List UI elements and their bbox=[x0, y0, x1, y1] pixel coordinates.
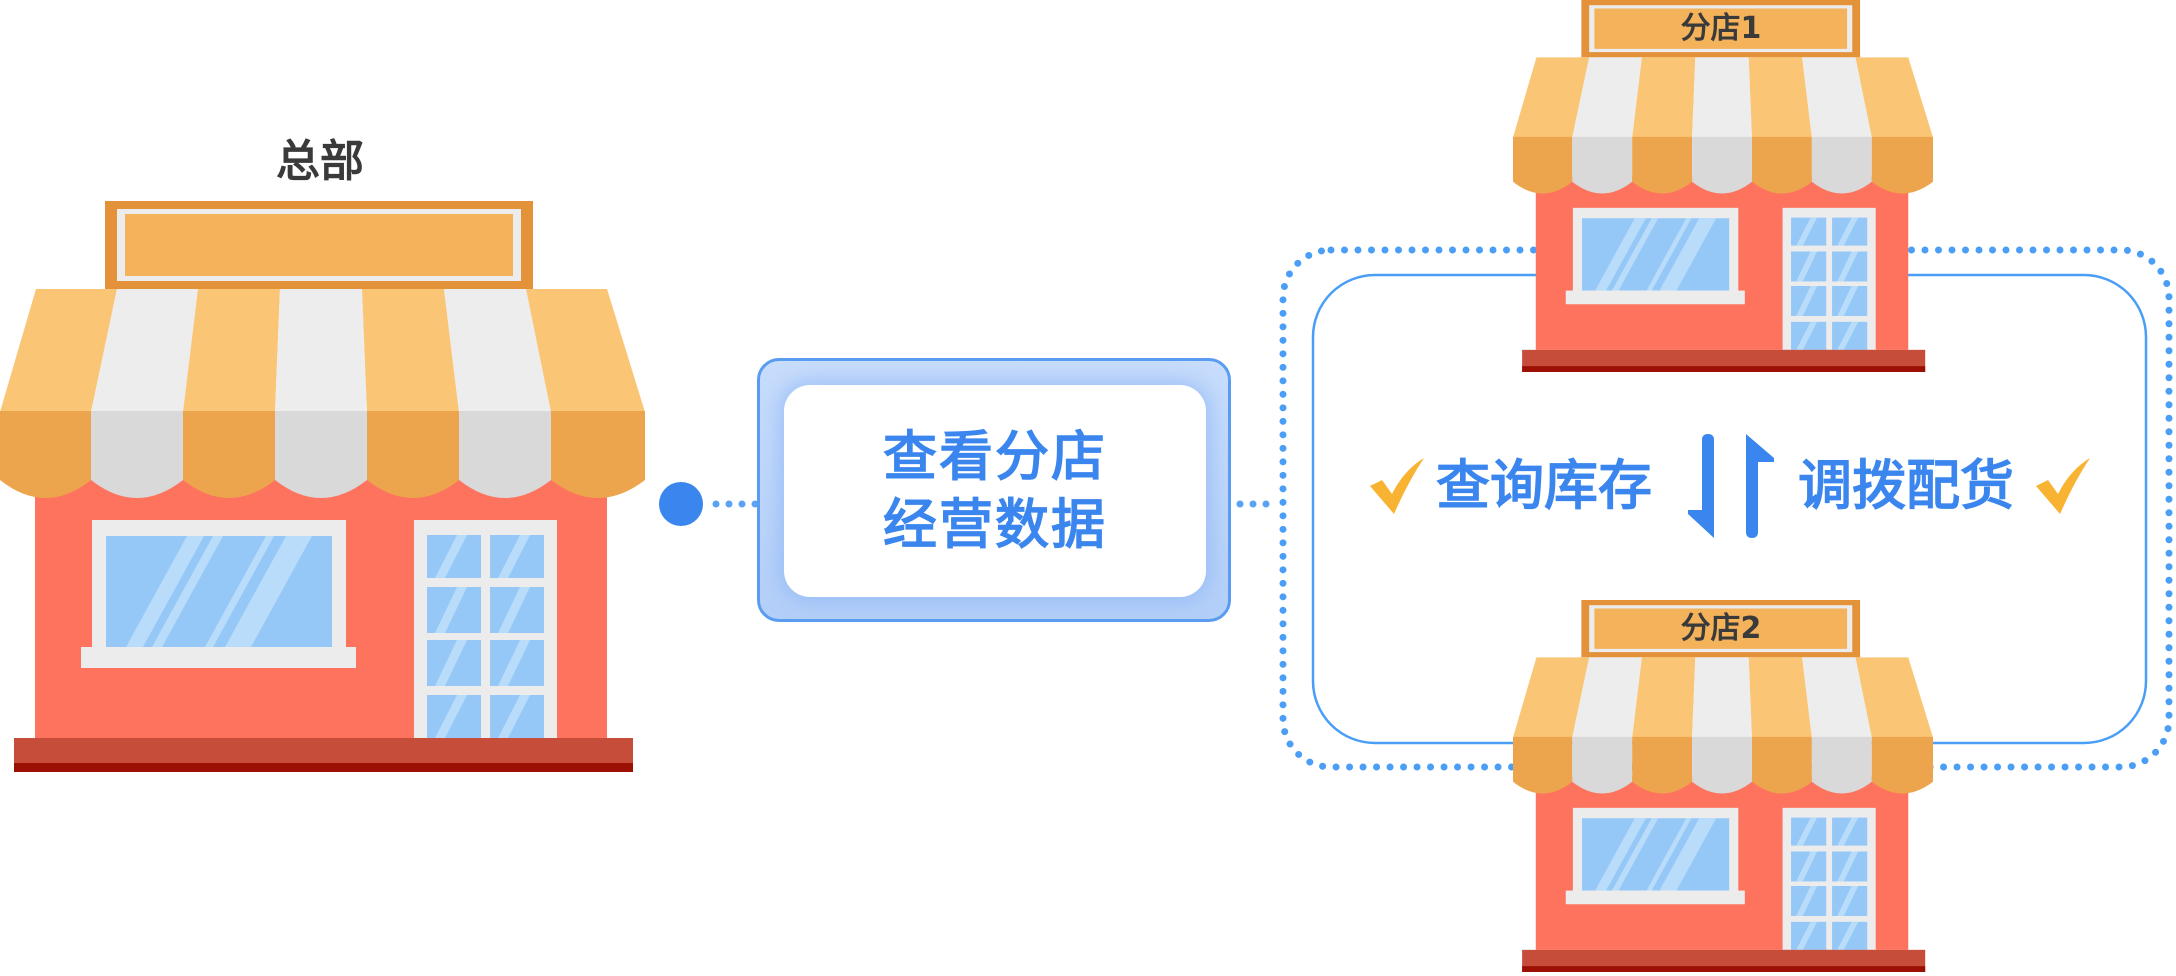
store-window bbox=[1565, 207, 1745, 305]
swap-arrows-icon bbox=[1688, 434, 1774, 538]
branch-1-store-illustration bbox=[1513, 0, 1933, 372]
view-branch-data-box: 查看分店 经营数据 bbox=[757, 358, 1231, 622]
headquarters-store-illustration bbox=[0, 201, 645, 772]
headquarters-title: 总部 bbox=[276, 136, 364, 187]
store-sign bbox=[1581, 0, 1861, 58]
view-branch-data-line-1: 查看分店 bbox=[883, 425, 1107, 488]
store-window bbox=[81, 520, 356, 668]
branch-1-label: 分店1 bbox=[1680, 11, 1762, 46]
store-sign bbox=[105, 201, 533, 289]
check-icon bbox=[2036, 458, 2090, 514]
store-awning bbox=[1513, 657, 1933, 794]
store-door bbox=[1782, 207, 1876, 350]
view-branch-data-line-2: 经营数据 bbox=[883, 493, 1107, 556]
start-node-dot bbox=[659, 482, 703, 526]
branch-2-store-illustration bbox=[1513, 600, 1933, 972]
store-door bbox=[414, 520, 557, 738]
store-awning bbox=[1513, 57, 1933, 194]
store-base bbox=[1522, 349, 1926, 372]
store-awning bbox=[0, 289, 645, 498]
store-sign bbox=[1581, 600, 1861, 658]
store-base bbox=[1522, 949, 1926, 972]
store-base bbox=[14, 738, 633, 772]
store-door bbox=[1782, 807, 1876, 950]
check-icon bbox=[1370, 458, 1424, 514]
transfer-stock-label: 调拨配货 bbox=[1798, 454, 2014, 517]
query-inventory-label: 查询库存 bbox=[1436, 454, 1652, 517]
store-window bbox=[1565, 807, 1745, 905]
branch-2-label: 分店2 bbox=[1680, 611, 1762, 646]
view-branch-data-card: 查看分店 经营数据 bbox=[784, 385, 1206, 597]
